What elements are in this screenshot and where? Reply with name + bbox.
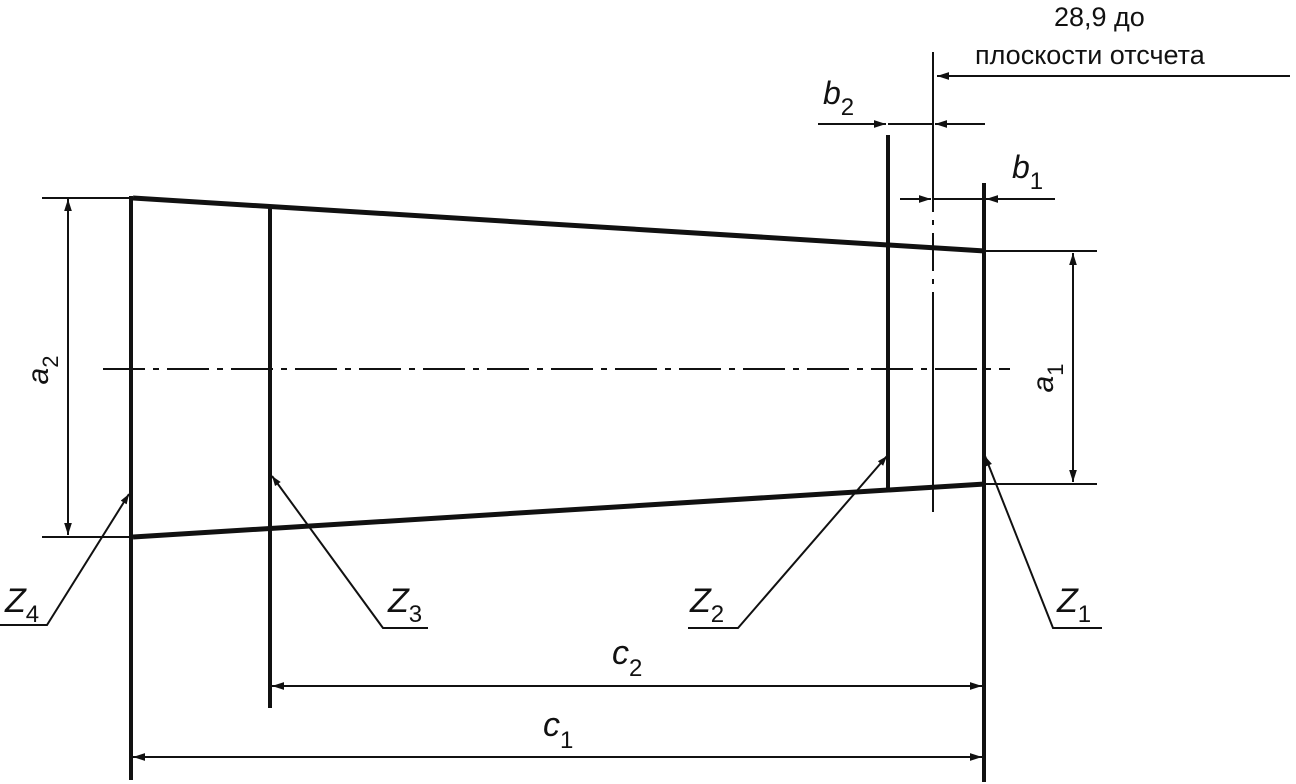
z3-leader (271, 475, 428, 629)
z2-leader (688, 455, 888, 629)
reference-note-line1: 28,9 до (1054, 2, 1145, 32)
z1-label: Z1 (1056, 582, 1091, 628)
z2-label: Z2 (689, 582, 724, 628)
a1-label: a1 (1027, 364, 1068, 393)
body-outline (132, 195, 986, 540)
z1-leader (984, 455, 1102, 629)
a2-label: a2 (22, 356, 63, 385)
z4-leader (0, 493, 130, 626)
b2-label: b2 (823, 75, 854, 121)
top-taper-edge (132, 195, 986, 254)
bottom-taper-edge (132, 481, 986, 540)
b1-label: b1 (1012, 149, 1043, 195)
c1-label: c1 (543, 706, 573, 754)
z3-label: Z3 (387, 582, 422, 628)
c2-label: c2 (612, 634, 642, 682)
z4-label: Z4 (4, 582, 39, 628)
reference-note-line2: плоскости отсчета (975, 40, 1206, 70)
